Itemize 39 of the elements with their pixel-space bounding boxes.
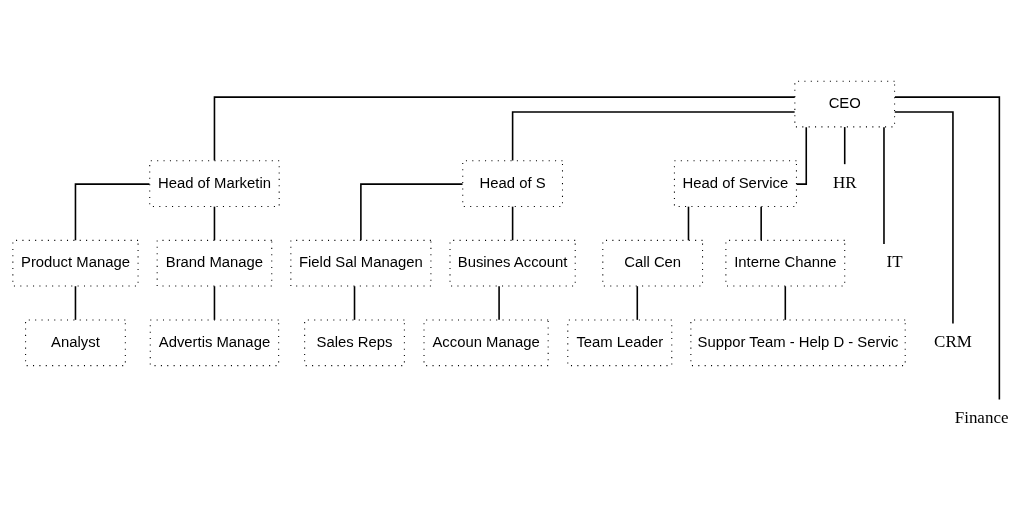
- node-text: HR: [832, 172, 857, 192]
- connector: [687, 205, 690, 241]
- node-box: CEO: [794, 80, 896, 127]
- node-box: Busines Account: [449, 239, 576, 287]
- connector: [784, 284, 787, 321]
- connector: [213, 205, 216, 241]
- connector: [893, 110, 954, 324]
- connector: [636, 284, 639, 321]
- node-box: Brand Manage: [156, 239, 273, 287]
- node-box: Analyst: [25, 318, 126, 366]
- connector: [74, 182, 151, 241]
- connector: [894, 95, 1001, 400]
- node-text: CRM: [934, 331, 972, 351]
- connector: [511, 205, 514, 241]
- node-box: Head of S: [462, 159, 563, 207]
- connector: [360, 182, 464, 241]
- connector: [213, 284, 216, 321]
- node-box: Advertis Manage: [149, 318, 280, 366]
- connector: [74, 284, 77, 321]
- node-box: Field Sal Managen: [290, 239, 432, 287]
- node-text: Finance: [954, 407, 1009, 427]
- node-box: Product Manage: [12, 239, 139, 287]
- node-box: Accoun Manage: [423, 318, 549, 366]
- connector: [498, 284, 500, 321]
- connector: [843, 125, 846, 165]
- node-box: Head of Service: [673, 159, 797, 207]
- node-text: IT: [886, 251, 903, 271]
- node-box: Interne Channe: [725, 239, 846, 287]
- node-box: Sales Reps: [304, 318, 405, 366]
- connector: [213, 95, 796, 161]
- node-box: Call Cen: [602, 239, 704, 287]
- node-box: Head of Marketin: [149, 159, 280, 207]
- connector: [760, 205, 762, 241]
- connector: [353, 284, 356, 321]
- node-box: Suppor Team - Help D - Servic: [690, 318, 906, 366]
- node-box: Team Leader: [567, 318, 673, 366]
- connector: [883, 125, 885, 245]
- connector: [795, 125, 808, 185]
- connector: [511, 110, 796, 161]
